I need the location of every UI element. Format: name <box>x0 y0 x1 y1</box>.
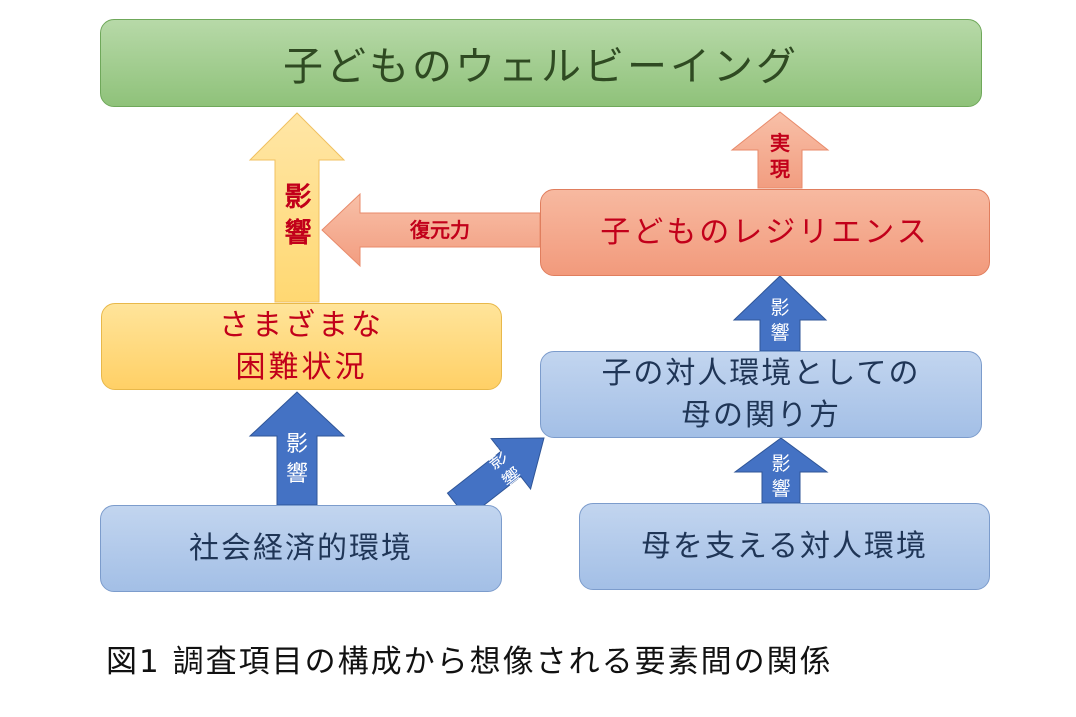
wellbeing-box: 子どものウェルビーイング <box>100 19 982 107</box>
resilience-to-difficulties-label: 復元力 <box>410 218 470 242</box>
arrow-difficulties-to-wellbeing <box>248 112 346 303</box>
resilience-box: 子どものレジリエンス <box>540 189 990 276</box>
arrow-resilience-to-wellbeing <box>730 111 830 189</box>
mother-support-box: 母を支える対人環境 <box>579 503 990 590</box>
arrow-mother-relation-to-resilience <box>732 275 828 352</box>
mother-support-to-mother-relation-label: 影 響 <box>771 453 791 500</box>
mother-relation-to-resilience-label: 影 響 <box>770 297 790 344</box>
mother-support-label: 母を支える対人環境 <box>640 528 929 564</box>
difficulties-to-wellbeing-label: 影 響 <box>284 182 312 249</box>
socioeconomic-box: 社会経済的環境 <box>100 505 502 592</box>
mother-relation-label-line2: 母の関り方 <box>681 397 841 433</box>
arrow-mother-support-to-mother-relation <box>733 437 829 504</box>
mother-relation-box: 子の対人環境としての 母の関り方 <box>540 351 982 438</box>
arrow-resilience-to-difficulties <box>321 192 541 268</box>
socioeconomic-to-difficulties-label: 影 響 <box>285 432 308 487</box>
difficulties-box: さまざまな 困難状況 <box>101 303 502 390</box>
arrow-socioeconomic-to-difficulties <box>248 391 346 506</box>
figure-caption: 図1 調査項目の構成から想像される要素間の関係 <box>106 644 833 680</box>
socioeconomic-label: 社会経済的環境 <box>189 530 413 566</box>
difficulties-label-line2: 困難状況 <box>235 349 368 385</box>
wellbeing-label: 子どものウェルビーイング <box>283 44 799 90</box>
mother-relation-label-line1: 子の対人環境としての <box>601 355 921 391</box>
resilience-to-wellbeing-label: 実 現 <box>770 131 790 181</box>
difficulties-label-line1: さまざまな <box>219 307 384 343</box>
resilience-label: 子どものレジリエンス <box>600 214 930 250</box>
